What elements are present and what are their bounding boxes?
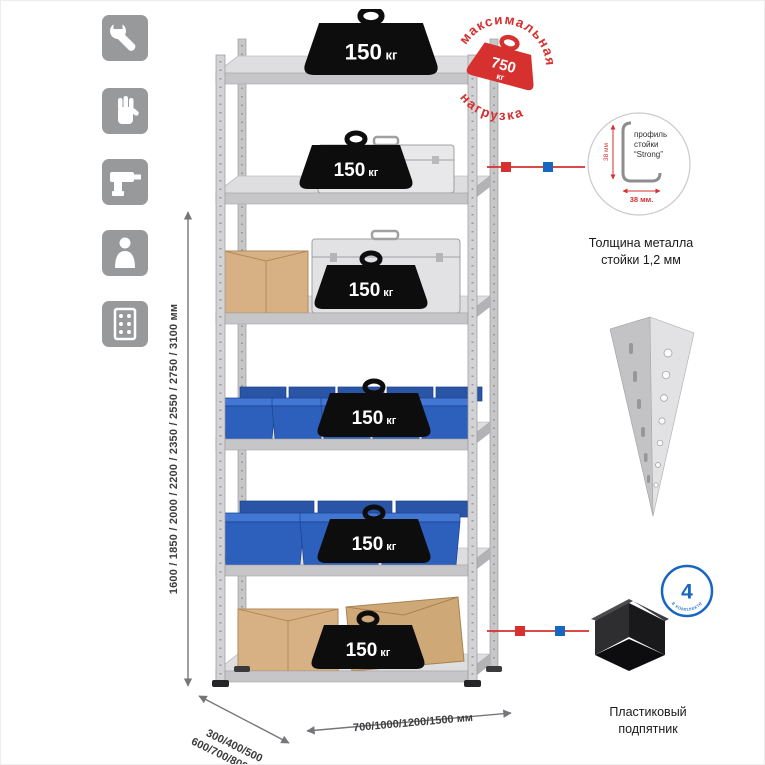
wrench-icon: [102, 15, 148, 61]
svg-text:кг: кг: [495, 71, 506, 83]
plastic-foot-image: 4 в комплекте: [591, 564, 714, 671]
height-dimension-label: 1600 / 1850 / 2000 / 2200 / 2350 / 2550 …: [168, 303, 180, 595]
profile-caption: Толщина металла стойки 1,2 мм: [566, 235, 716, 268]
person-icon: [102, 230, 148, 276]
foot-caption-line2: подпятник: [618, 721, 678, 736]
svg-text:профиль: профиль: [634, 130, 667, 139]
max-load-stamp: максимальная нагрузка 750 кг: [454, 3, 569, 131]
svg-text:38 мм: 38 мм: [603, 142, 610, 161]
profile-detail-diagram: 38 мм 38 мм. профиль стойки “Strong”: [587, 112, 691, 216]
svg-text:38 мм.: 38 мм.: [630, 195, 654, 204]
svg-text:стойки: стойки: [634, 140, 658, 149]
foot-connector-line: [487, 626, 589, 636]
profile-caption-line2: стойки 1,2 мм: [601, 252, 681, 267]
svg-text:4: 4: [681, 581, 693, 604]
gloves-icon: [102, 88, 148, 134]
cardboard-box: [223, 250, 309, 314]
svg-text:нагрузка: нагрузка: [454, 88, 530, 131]
included-count-badge: 4 в комплекте: [660, 564, 714, 618]
feature-icon-column: [102, 15, 148, 355]
max-load-weight-icon: 750 кг: [466, 34, 534, 91]
foot-caption: Пластиковый подпятник: [573, 704, 723, 737]
shelving-unit-icon: [102, 301, 148, 347]
post-profile-image: [609, 316, 695, 517]
width-dimension-arrow: [306, 709, 512, 735]
foot-caption-line1: Пластиковый: [609, 705, 687, 719]
svg-text:“Strong”: “Strong”: [634, 150, 663, 159]
profile-connector-line: [487, 162, 585, 172]
profile-caption-line1: Толщина металла: [588, 236, 694, 250]
height-dimension-arrow: [183, 211, 193, 687]
svg-text:750: 750: [489, 54, 518, 77]
depth-dimension-arrow: [198, 695, 290, 744]
foot-shape: [591, 599, 669, 671]
drill-icon: [102, 159, 148, 205]
